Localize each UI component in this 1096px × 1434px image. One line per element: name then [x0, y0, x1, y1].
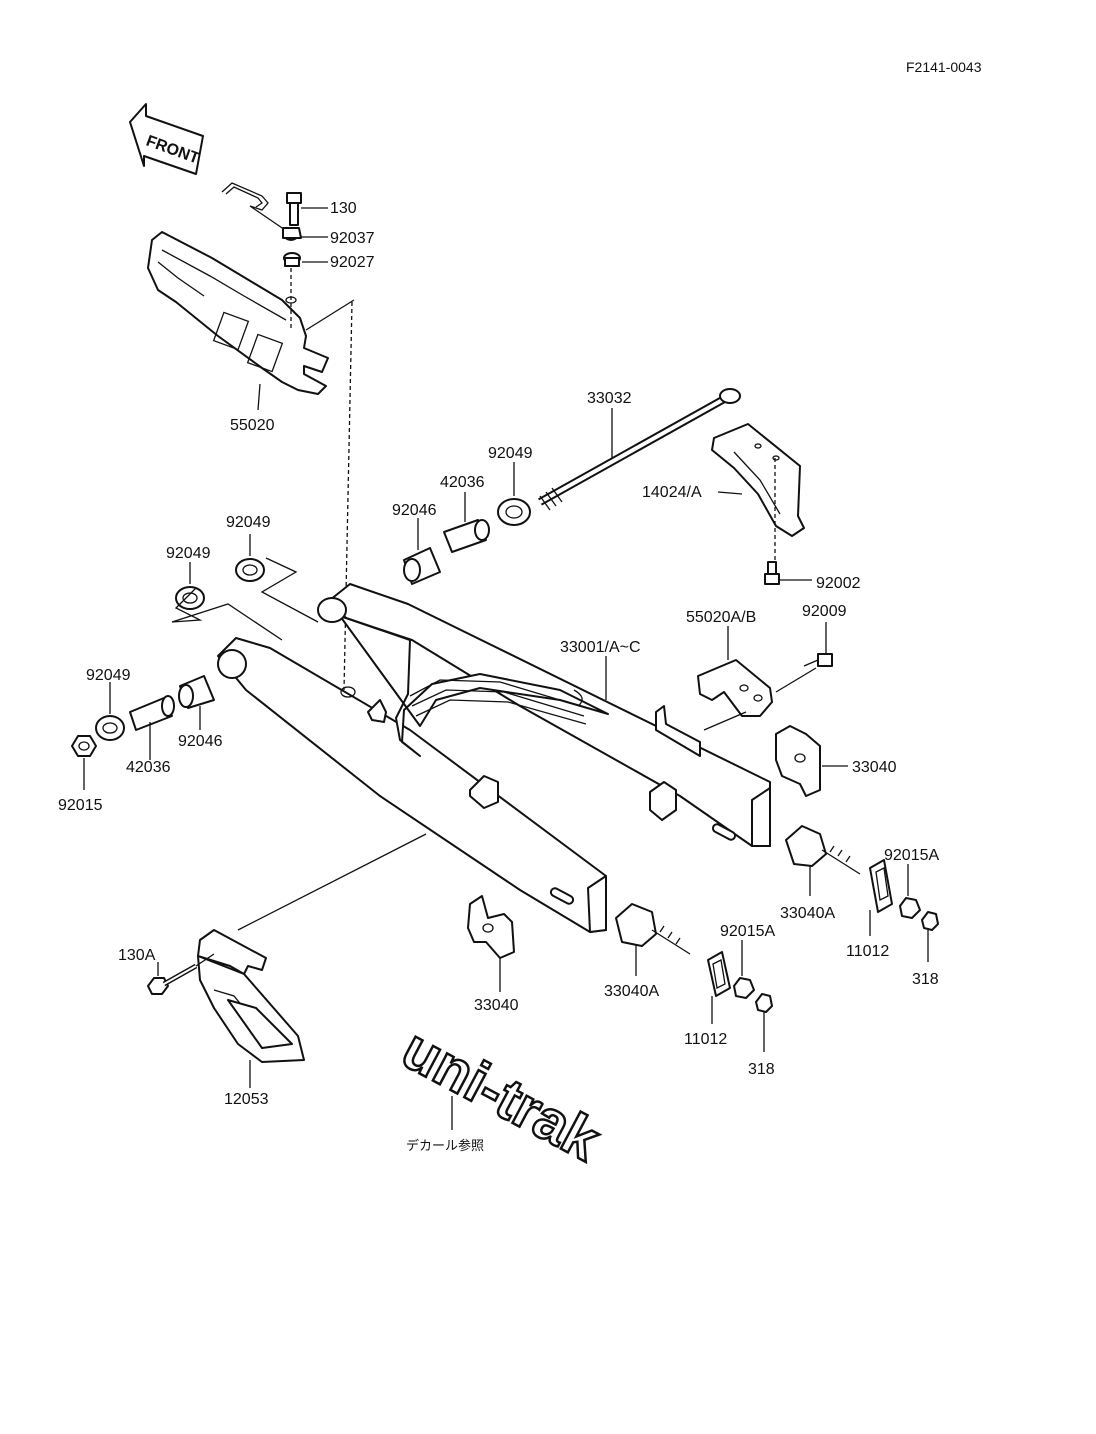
label-92049-a: 92049	[226, 514, 271, 531]
label-92009: 92009	[802, 603, 847, 620]
swingarm-33001-icon	[217, 583, 771, 933]
spacer-11012-left-icon	[707, 951, 731, 997]
label-33040a-left: 33040A	[604, 983, 659, 1000]
label-11012-right: 11012	[846, 943, 889, 960]
label-11012-left: 11012	[684, 1031, 727, 1048]
label-318-right: 318	[912, 971, 939, 988]
label-92002: 92002	[816, 575, 861, 592]
axle-33032-icon	[538, 388, 741, 511]
label-33001: 33001/A~C	[560, 639, 641, 656]
label-92046-bottom: 92046	[178, 733, 223, 750]
label-55020: 55020	[230, 417, 275, 434]
bracket-55020ab-icon	[697, 659, 773, 717]
seal-92049-b-icon	[175, 586, 205, 610]
seal-92049-c-icon	[95, 715, 125, 741]
label-42036-top: 42036	[440, 474, 485, 491]
label-12053: 12053	[224, 1091, 269, 1108]
label-92015: 92015	[58, 797, 103, 814]
label-55020ab: 55020A/B	[686, 609, 756, 626]
block-33040-right-icon	[775, 725, 821, 797]
block-33040-left-icon	[467, 895, 515, 959]
label-33032: 33032	[587, 390, 632, 407]
nut-318-right-icon	[921, 911, 939, 931]
bolt-92009-icon	[803, 653, 833, 667]
decal-note: デカール参照	[406, 1138, 484, 1154]
label-92049-b: 92049	[166, 545, 211, 562]
chain-guard-55020-icon	[147, 231, 329, 395]
label-14024: 14024/A	[642, 484, 702, 501]
label-92046-top: 92046	[392, 502, 437, 519]
seal-92049-top-icon	[497, 498, 531, 526]
chain-cover-12053-icon	[197, 929, 305, 1063]
nut-318-left-icon	[755, 993, 773, 1013]
bolt-92002-icon	[764, 561, 780, 585]
sleeve-42036-bottom-icon	[129, 695, 175, 731]
label-318-left: 318	[748, 1061, 775, 1078]
label-130a: 130A	[118, 947, 156, 964]
nut-92015a-left-icon	[733, 977, 755, 999]
collar-92027-icon	[282, 227, 302, 267]
bolt-130a-icon	[147, 963, 198, 995]
spacer-11012-right-icon	[869, 859, 893, 913]
label-92015a-right: 92015A	[884, 847, 939, 864]
label-92049-top: 92049	[488, 445, 533, 462]
adjuster-33040a-right-icon	[785, 825, 861, 875]
bearing-92046-bottom-icon	[178, 675, 215, 709]
label-92027: 92027	[330, 254, 375, 271]
label-33040a-right: 33040A	[780, 905, 835, 922]
nut-92015a-right-icon	[899, 897, 921, 919]
chain-case-14024-icon	[711, 423, 805, 537]
seal-92049-a-icon	[235, 558, 265, 582]
label-92015a-left: 92015A	[720, 923, 775, 940]
label-130: 130	[330, 200, 357, 217]
label-33040-right: 33040	[852, 759, 897, 776]
bolt-130-icon	[286, 192, 328, 226]
wire-clip-icon	[221, 182, 289, 233]
front-arrow-icon: FRONT	[129, 103, 204, 175]
label-33040-left: 33040	[474, 997, 519, 1014]
label-92049-c: 92049	[86, 667, 131, 684]
bearing-92046-top-icon	[403, 547, 441, 585]
label-92037: 92037	[330, 230, 375, 247]
label-42036-bottom: 42036	[126, 759, 171, 776]
adjuster-33040a-left-icon	[615, 903, 691, 955]
sleeve-42036-top-icon	[443, 519, 490, 553]
nut-92015-icon	[71, 735, 97, 757]
figure-code: F2141-0043	[906, 59, 982, 75]
